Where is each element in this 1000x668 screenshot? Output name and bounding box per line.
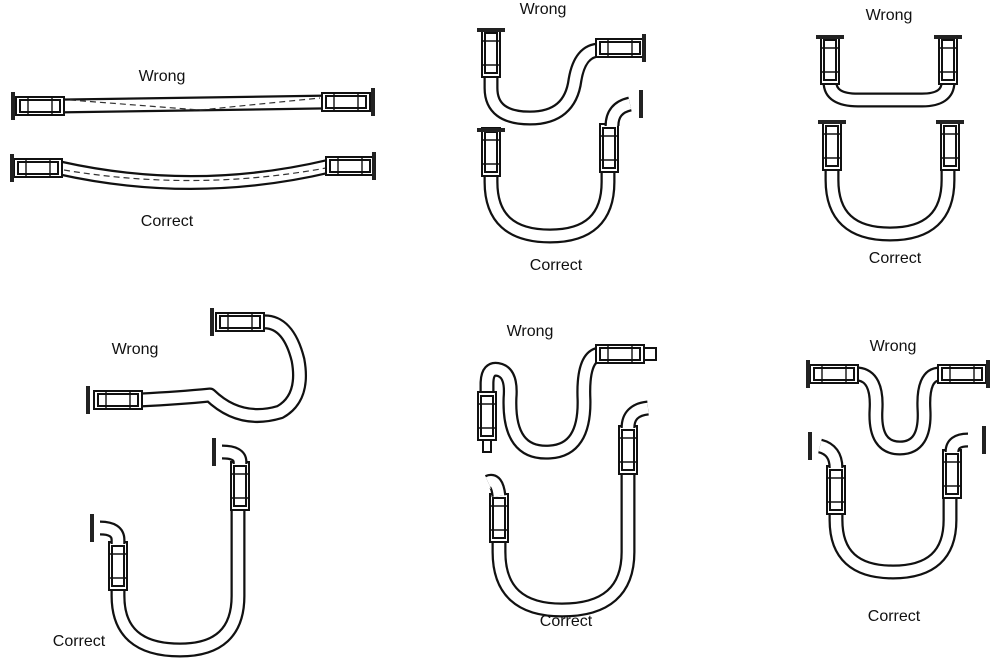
- panel-1-wrong-hose: [11, 88, 375, 120]
- panel-5-wrong-hose: [477, 344, 657, 460]
- panel-4-correct-hose: [90, 438, 250, 658]
- panel-6-wrong-label: Wrong: [869, 338, 917, 355]
- panel-3-wrong-hose: [816, 35, 962, 108]
- panel-1-correct-hose: [10, 152, 376, 191]
- panel-5-correct-label: Correct: [539, 613, 593, 630]
- panel-5-correct-hose: [484, 400, 650, 618]
- panel-3-wrong-label: Wrong: [865, 7, 913, 24]
- panel-5-wrong-label: Wrong: [506, 323, 554, 340]
- panel-4-wrong-label: Wrong: [111, 341, 159, 358]
- panel-2-wrong-label: Wrong: [519, 1, 567, 18]
- panel-2-correct-hose: [477, 90, 643, 244]
- panel-3-correct-label: Correct: [868, 250, 922, 267]
- panel-2-correct-label: Correct: [529, 257, 583, 274]
- panel-4-correct-label: Correct: [52, 633, 106, 650]
- panel-1-wrong-label: Wrong: [138, 68, 186, 85]
- panel-3-correct-hose: [818, 120, 964, 242]
- panel-4-wrong-hose: [86, 308, 307, 423]
- panel-6-wrong-hose: [806, 360, 990, 456]
- panel-1-correct-label: Correct: [140, 213, 194, 230]
- panel-2-wrong-hose: [477, 28, 646, 126]
- panel-6-correct-label: Correct: [867, 608, 921, 625]
- panel-6-correct-hose: [808, 426, 986, 580]
